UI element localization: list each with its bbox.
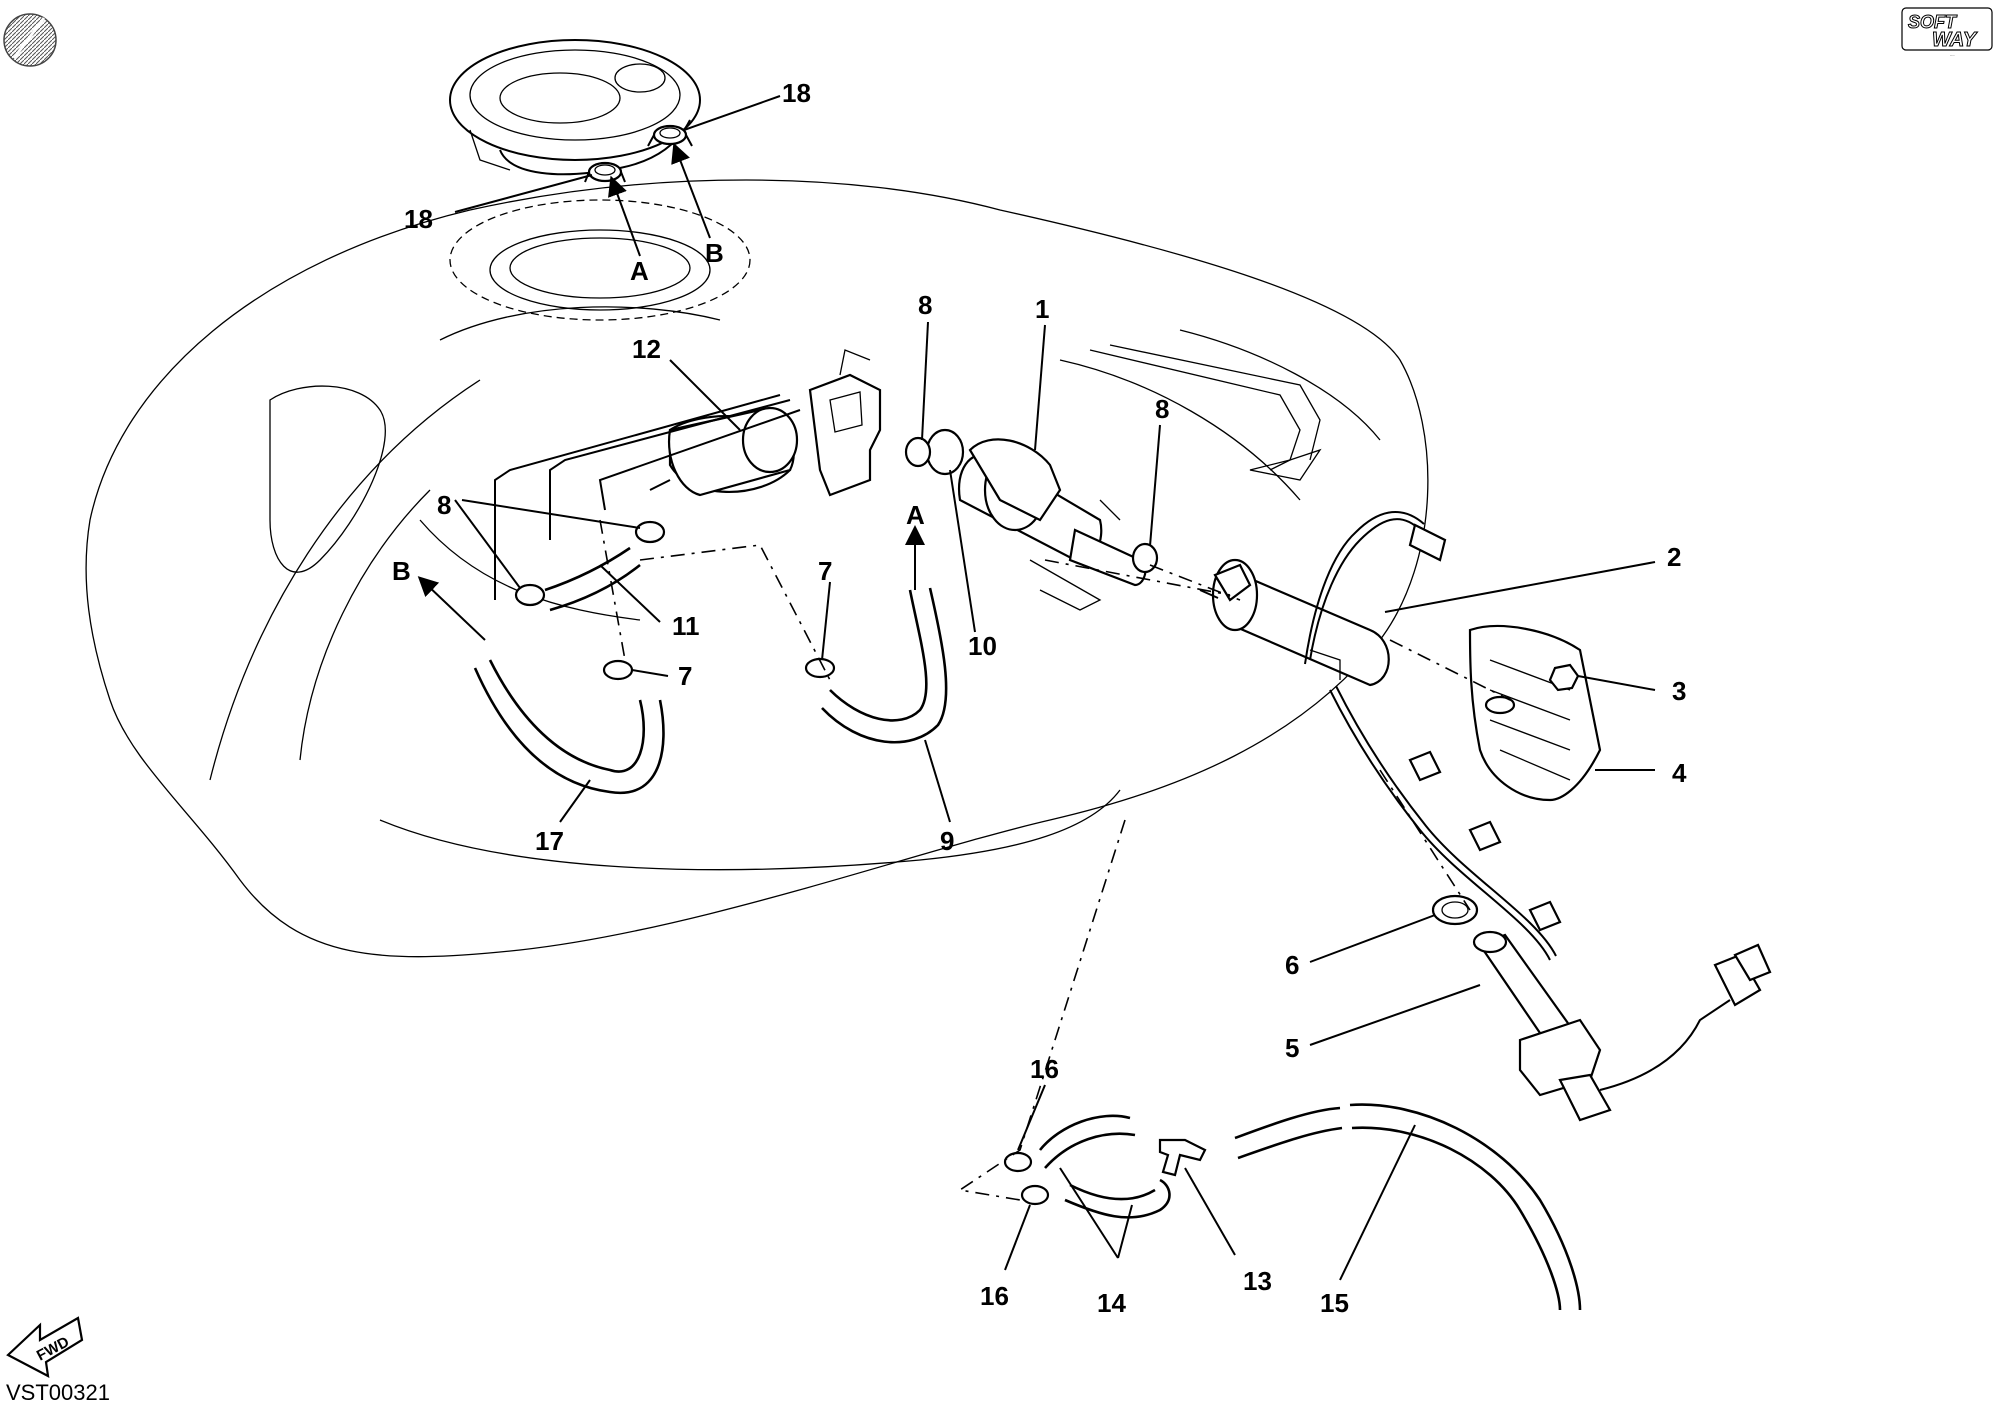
- wiring-harness: [1304, 510, 1562, 961]
- hose-clamp-18-right: [647, 124, 693, 147]
- brand-logo-text: SOFT WAY: [1950, 54, 1955, 57]
- callout-18-left: 18: [404, 204, 433, 234]
- callout-9: 9: [940, 826, 954, 856]
- hose-11: [544, 546, 641, 612]
- fuel-filter-12: [649, 406, 799, 497]
- softway-logo: SOFT WAY SOFT WAY: [1901, 7, 1993, 57]
- t-fitting-13: [1158, 1138, 1207, 1177]
- callout-15: 15: [1320, 1288, 1349, 1318]
- callout-8-left: 8: [437, 490, 451, 520]
- breather-lines: [494, 394, 801, 600]
- callout-13: 13: [1243, 1266, 1272, 1296]
- fuel-tank: [85, 179, 1429, 958]
- filler-cap: [449, 39, 701, 176]
- fwd-arrow-icon: FWD: [6, 1316, 84, 1378]
- callout-a-top: A: [630, 256, 649, 286]
- hose-14: [1038, 1114, 1171, 1219]
- callout-1: 1: [1035, 294, 1049, 324]
- drawing-code: VST00321: [6, 1380, 110, 1405]
- hose-17: [473, 659, 665, 795]
- hose-clamp-8d: [1131, 542, 1159, 574]
- callout-b-mid: B: [392, 556, 411, 586]
- callout-12: 12: [632, 334, 661, 364]
- fuel-pump-unit-2: [1199, 558, 1390, 687]
- callout-11: 11: [672, 611, 700, 641]
- callout-8-top: 8: [918, 290, 932, 320]
- alignment-lines: [599, 519, 1511, 1201]
- leader-lines: [417, 95, 1656, 1281]
- callout-b-top: B: [705, 238, 724, 268]
- callout-2: 2: [1667, 542, 1681, 572]
- hose-clamp-8c: [904, 436, 932, 468]
- callout-14: 14: [1097, 1288, 1126, 1318]
- callout-3: 3: [1672, 676, 1686, 706]
- svg-text:SOFT: SOFT: [1908, 12, 1958, 32]
- hose-15: [1234, 1103, 1582, 1311]
- callout-10: 10: [968, 631, 997, 661]
- o-ring-6: [1431, 894, 1479, 926]
- callout-17: 17: [535, 826, 564, 856]
- callout-16-top: 16: [1030, 1054, 1059, 1084]
- hose-clamp-16a: [1003, 1151, 1033, 1173]
- callout-labels: 18 18 A B 8 1 12 8 8 A B 7 11 10 2 7 3 4…: [392, 78, 1687, 1318]
- level-sender-5: [1472, 930, 1772, 1122]
- pump-bracket: [808, 349, 882, 497]
- callout-7-left: 7: [678, 661, 692, 691]
- callout-8-right: 8: [1155, 394, 1169, 424]
- callout-4: 4: [1672, 758, 1687, 788]
- callout-7-mid: 7: [818, 556, 832, 586]
- callout-a-mid: A: [906, 500, 925, 530]
- hose-clamp-7a: [602, 659, 634, 681]
- hose-clamp-8b: [634, 520, 666, 544]
- callout-16-bottom: 16: [980, 1281, 1009, 1311]
- hose-clamp-18-left: [584, 161, 626, 183]
- hose-clamp-16b: [1020, 1184, 1050, 1206]
- corner-logo-icon: [3, 13, 57, 67]
- callout-5: 5: [1285, 1033, 1299, 1063]
- svg-text:WAY: WAY: [1932, 29, 1978, 51]
- fuel-pump-1: [925, 428, 1147, 611]
- callout-18-right: 18: [782, 78, 811, 108]
- hose-9: [821, 587, 948, 744]
- nut-3: [1548, 663, 1580, 692]
- filter-sock-4: [1468, 624, 1602, 802]
- hose-clamp-8a: [514, 583, 546, 607]
- callout-6: 6: [1285, 950, 1299, 980]
